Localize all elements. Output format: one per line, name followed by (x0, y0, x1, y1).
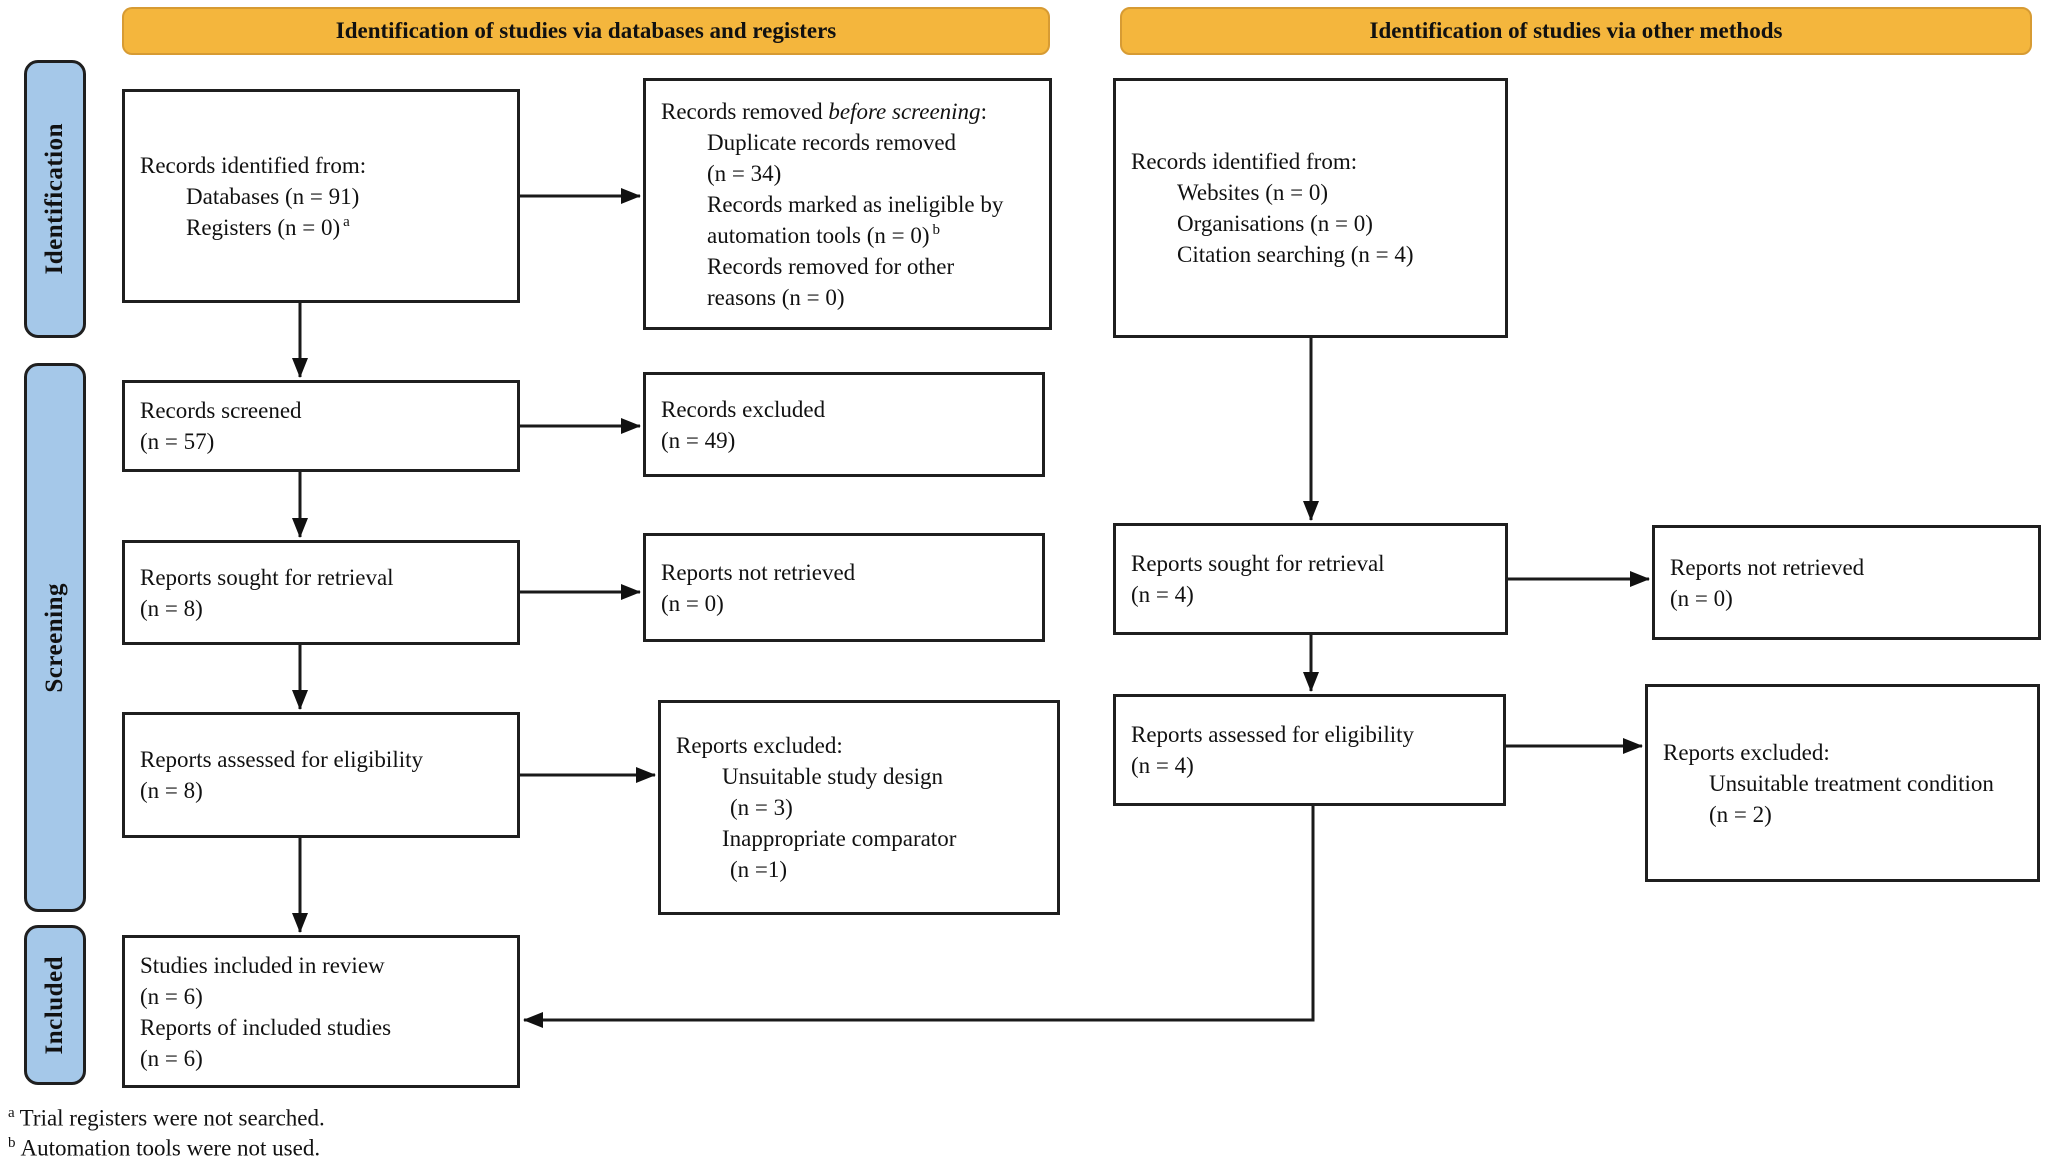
footnote-ref-b: b (932, 221, 941, 238)
box-line: Databases (n = 91) (186, 183, 360, 209)
stage-screening: Screening (24, 363, 86, 912)
box-line: (n = 4) (1131, 582, 1194, 607)
box-line: Records excluded (661, 396, 826, 422)
reports-sought-databases-box: Reports sought for retrieval (n = 8) (122, 540, 520, 645)
box-line: Reports not retrieved (661, 559, 856, 585)
box-line: Organisations (n = 0) (1177, 211, 1373, 236)
reports-excluded-databases-box: Reports excluded: Unsuitable study desig… (658, 700, 1060, 915)
stage-included-label: Included (41, 955, 68, 1055)
box-line: (n =1) (730, 857, 788, 882)
stage-included: Included (24, 925, 86, 1085)
box-line: (n = 57) (140, 429, 215, 454)
box-line: Reports not retrieved (1670, 554, 1865, 580)
box-line: Reports sought for retrieval (140, 564, 394, 590)
box-line: Registers (n = 0)a (140, 212, 505, 243)
stage-identification-label: Identification (41, 123, 68, 275)
studies-included-box: Studies included in review (n = 6) Repor… (122, 935, 520, 1088)
footnote-a-text: Trial registers were not searched. (19, 1105, 325, 1131)
header-other-methods: Identification of studies via other meth… (1120, 7, 2032, 55)
box-line: (n = 6) (140, 1045, 203, 1071)
box-line-text: automation tools (n = 0) (707, 222, 930, 248)
box-line: (n = 0) (661, 590, 724, 616)
box-line: Studies included in review (140, 952, 385, 978)
box-line: Reports excluded: (676, 733, 843, 758)
records-screened-box: Records screened (n = 57) (122, 380, 520, 472)
box-line: (n = 8) (140, 778, 203, 803)
box-line: Unsuitable treatment condition (1709, 770, 1994, 796)
reports-sought-other-box: Reports sought for retrieval (n = 4) (1113, 523, 1508, 635)
box-line-text: Records removed (661, 98, 829, 124)
footnote-b-marker: b (8, 1135, 16, 1151)
box-line: Records identified from: (140, 152, 367, 178)
reports-not-retrieved-other-box: Reports not retrieved (n = 0) (1652, 525, 2041, 640)
box-line: Citation searching (n = 4) (1177, 242, 1414, 267)
footnote-a-marker: a (8, 1105, 15, 1121)
box-line: Records marked as ineligible by (707, 191, 1004, 217)
box-line: (n = 49) (661, 427, 736, 453)
box-line: (n = 4) (1131, 753, 1194, 778)
box-line-italic: before screening (828, 98, 981, 124)
box-line: Reports excluded: (1663, 739, 1830, 765)
reports-not-retrieved-databases-box: Reports not retrieved (n = 0) (643, 533, 1045, 642)
box-line: (n = 0) (1670, 585, 1733, 611)
box-line: Unsuitable study design (722, 764, 944, 789)
reports-assessed-other-box: Reports assessed for eligibility (n = 4) (1113, 694, 1506, 806)
header-databases-registers: Identification of studies via databases … (122, 7, 1050, 55)
reports-excluded-other-box: Reports excluded: Unsuitable treatment c… (1645, 684, 2040, 882)
box-line: Records removed before screening: (661, 96, 1037, 127)
records-identified-other-box: Records identified from: Websites (n = 0… (1113, 78, 1508, 338)
header-other-methods-label: Identification of studies via other meth… (1369, 18, 1783, 43)
box-line: Duplicate records removed (707, 129, 957, 155)
records-excluded-box: Records excluded (n = 49) (643, 372, 1045, 477)
box-line: Websites (n = 0) (1177, 180, 1329, 205)
box-line: automation tools (n = 0)b (661, 220, 1037, 251)
box-line: Reports assessed for eligibility (1131, 722, 1414, 747)
box-line-text: : (980, 98, 987, 124)
footnote-b-text: Automation tools were not used. (20, 1135, 321, 1158)
box-line: reasons (n = 0) (707, 284, 845, 310)
stage-identification: Identification (24, 60, 86, 338)
box-line: (n = 8) (140, 595, 203, 621)
box-line: (n = 34) (707, 160, 782, 186)
box-line: Reports of included studies (140, 1014, 392, 1040)
footnote-ref-a: a (343, 213, 350, 230)
box-line: Records removed for other (707, 253, 955, 279)
box-line: (n = 2) (1709, 801, 1772, 827)
box-line: Inappropriate comparator (722, 826, 957, 851)
reports-assessed-databases-box: Reports assessed for eligibility (n = 8) (122, 712, 520, 838)
box-line: Records screened (140, 398, 302, 423)
stage-screening-label: Screening (41, 582, 68, 693)
records-identified-databases-box: Records identified from: Databases (n = … (122, 89, 520, 303)
box-line: (n = 3) (730, 795, 793, 820)
box-line-text: Registers (n = 0) (186, 214, 341, 240)
box-line: Records identified from: (1131, 149, 1358, 174)
header-databases-registers-label: Identification of studies via databases … (335, 18, 837, 43)
records-removed-box: Records removed before screening: Duplic… (643, 78, 1052, 330)
box-line: Reports assessed for eligibility (140, 747, 423, 772)
box-line: (n = 6) (140, 983, 203, 1009)
box-line: Reports sought for retrieval (1131, 551, 1385, 576)
